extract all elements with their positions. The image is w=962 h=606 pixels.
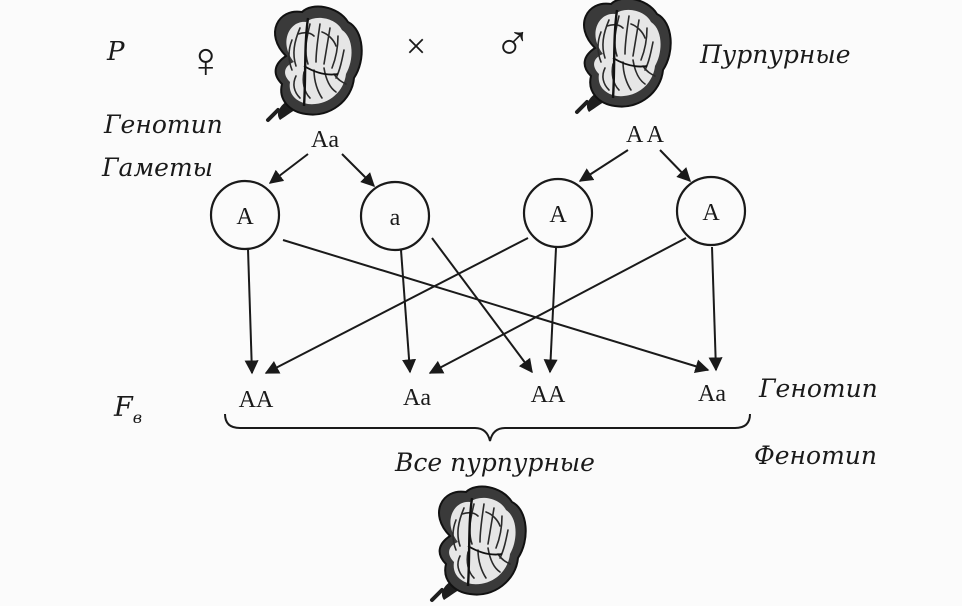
gamete-circle-1 xyxy=(209,179,281,251)
female-parent-flower-icon xyxy=(266,4,364,122)
p-label: P xyxy=(106,37,125,67)
f-letter: F xyxy=(113,392,134,423)
genotype-row-label: Генотип xyxy=(103,110,223,139)
cross-symbol: × xyxy=(406,26,426,66)
parent-phenotype-label: Пурпурные xyxy=(699,40,851,69)
gamete-4: A xyxy=(702,200,720,226)
arrow-male-to-gamete-4 xyxy=(659,149,691,183)
line-g2-to-o2 xyxy=(400,249,417,374)
line-g3-to-o1 xyxy=(264,237,529,374)
female-genotype: Aa xyxy=(311,127,339,153)
line-g4-to-o2 xyxy=(428,237,687,374)
offspring-flower-icon xyxy=(430,484,528,602)
f-label: Fв xyxy=(113,392,142,427)
line-g3-to-o3 xyxy=(543,247,558,374)
line-g1-to-o1 xyxy=(244,248,259,375)
arrow-female-to-gamete-2 xyxy=(341,153,375,187)
line-g2-to-o3 xyxy=(431,237,533,374)
f-subscript: в xyxy=(133,408,142,427)
arrow-male-to-gamete-3 xyxy=(578,149,629,182)
gamete-3: A xyxy=(549,202,567,228)
gamete-circle-4 xyxy=(675,175,747,247)
male-symbol: ♂ xyxy=(494,15,532,71)
offspring-phenotype-label: Фенотип xyxy=(754,441,877,470)
line-g4-to-o4 xyxy=(708,246,723,372)
offspring-4: Aa xyxy=(698,381,726,407)
offspring-genotype-label: Генотип xyxy=(758,374,878,403)
gamete-circle-2 xyxy=(359,180,431,252)
offspring-1: AA xyxy=(239,387,274,413)
summary-label: Все пурпурные xyxy=(394,448,595,477)
curly-brace xyxy=(224,413,751,442)
offspring-2: Aa xyxy=(403,385,431,411)
gamete-1: A xyxy=(236,204,254,230)
female-symbol: ♀ xyxy=(187,32,225,88)
gametes-row-label: Гаметы xyxy=(101,153,213,182)
male-parent-flower-icon xyxy=(575,0,673,114)
gamete-circle-3 xyxy=(522,177,594,249)
gamete-2: a xyxy=(390,205,401,231)
line-g1-to-o4 xyxy=(282,239,710,374)
offspring-3: AA xyxy=(531,382,566,408)
arrow-female-to-gamete-1 xyxy=(268,153,309,184)
male-genotype: A A xyxy=(626,122,665,148)
